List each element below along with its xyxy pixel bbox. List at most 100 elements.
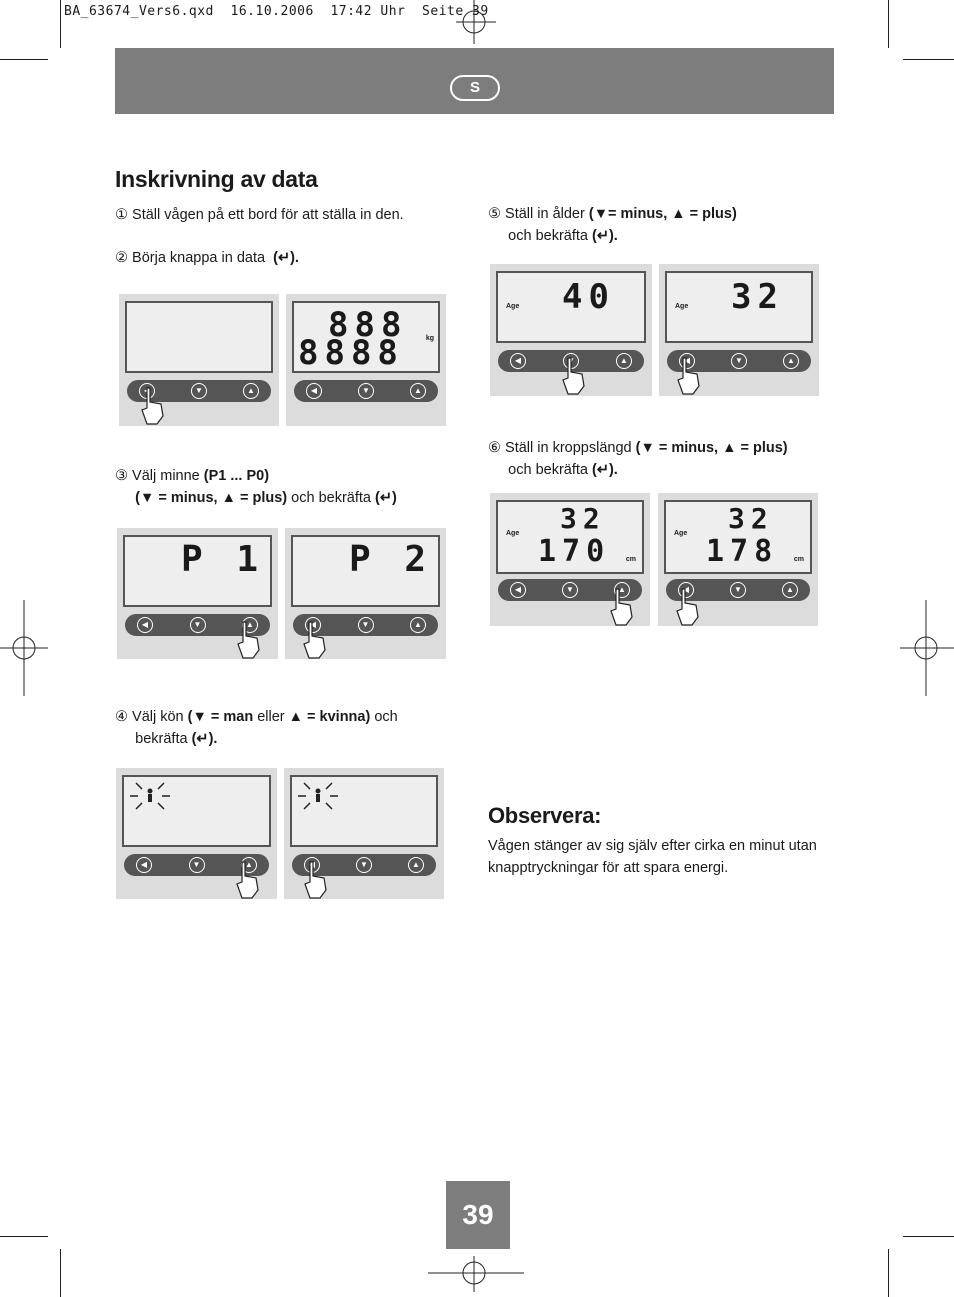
step-number: ⑥ bbox=[488, 440, 501, 456]
up-button[interactable]: ▲ bbox=[408, 857, 424, 873]
crop-mark bbox=[60, 1249, 61, 1297]
step-number: ② bbox=[115, 250, 128, 266]
step-bold: (P1 ... P0) bbox=[203, 468, 270, 484]
pointing-hand-icon bbox=[141, 387, 164, 425]
step-bold: (↵) bbox=[375, 490, 397, 506]
down-button[interactable]: ▼ bbox=[730, 582, 746, 598]
step-text: Börja knappa in data bbox=[132, 250, 266, 266]
button-bar: ◀ ▼ ▲ bbox=[292, 854, 436, 876]
crop-mark bbox=[903, 1236, 954, 1237]
enter-button[interactable]: ◀ bbox=[510, 582, 526, 598]
crop-mark bbox=[888, 0, 889, 48]
step-text: och bbox=[374, 709, 398, 725]
scale-display-gender-confirm: ◀ ▼ ▲ bbox=[284, 768, 444, 899]
registration-mark-right bbox=[900, 600, 954, 696]
down-button[interactable]: ▼ bbox=[188, 857, 205, 873]
pointing-hand-icon bbox=[237, 621, 260, 659]
step-bold: (↵). bbox=[191, 731, 218, 747]
enter-button[interactable]: ◀ bbox=[306, 383, 322, 399]
note-title: Observera: bbox=[488, 803, 602, 828]
step-bold: (↵). bbox=[273, 250, 299, 266]
lcd-age-label: Age bbox=[506, 303, 520, 310]
up-button[interactable]: ▲ bbox=[410, 383, 426, 399]
enter-button[interactable]: ◀ bbox=[510, 353, 526, 369]
print-slug: BA_63674_Vers6.qxd 16.10.2006 17:42 Uhr … bbox=[64, 4, 489, 19]
up-button[interactable]: ▲ bbox=[783, 353, 799, 369]
step-number: ③ bbox=[115, 468, 128, 484]
lcd-age-label: Age bbox=[674, 530, 688, 537]
step-bold: (↵). bbox=[592, 462, 618, 478]
step-bold: (▼= minus, ▲ = plus) bbox=[588, 206, 737, 222]
step-4: ④ Välj kön (▼ = man eller ▲ = kvinna) oc… bbox=[115, 706, 398, 750]
scale-display-height-178: Age 32 178 cm ◀ ▼ ▲ bbox=[658, 493, 818, 626]
lcd-screen: Age 40 bbox=[496, 271, 646, 343]
step-bold: (▼ = man bbox=[187, 709, 254, 725]
crop-mark bbox=[888, 1249, 889, 1297]
button-bar: ◀ ▼ ▲ bbox=[667, 350, 811, 372]
up-button[interactable]: ▲ bbox=[616, 353, 632, 369]
step-bold: (↵). bbox=[592, 228, 618, 244]
scale-display-blank: ◀ ▼ ▲ bbox=[119, 294, 279, 426]
language-badge: S bbox=[450, 75, 500, 101]
pointing-hand-icon bbox=[562, 357, 585, 395]
up-button[interactable]: ▲ bbox=[614, 582, 630, 598]
down-button[interactable]: ▼ bbox=[731, 353, 747, 369]
lcd-unit: cm bbox=[793, 556, 804, 563]
lcd-screen: P 2 bbox=[291, 535, 440, 607]
lcd-digits-top: 32 bbox=[560, 502, 606, 535]
enter-button[interactable]: ◀ bbox=[305, 617, 321, 633]
step-text: Välj minne bbox=[132, 468, 200, 484]
down-button[interactable]: ▼ bbox=[356, 857, 372, 873]
enter-button[interactable]: ◀ bbox=[136, 857, 152, 873]
pointing-hand-icon bbox=[610, 588, 633, 626]
down-button[interactable]: ▼ bbox=[191, 383, 207, 399]
enter-button[interactable]: ◀ bbox=[678, 582, 694, 598]
lcd-digits-top: 32 bbox=[728, 502, 774, 535]
pointing-hand-icon bbox=[304, 861, 327, 899]
up-button[interactable]: ▲ bbox=[410, 617, 426, 633]
lcd-digits-top: 888 bbox=[328, 305, 408, 345]
lcd-digits: 32 bbox=[731, 277, 784, 317]
scale-display-all-segments: 888 8888 kg ◀ ▼ ▲ bbox=[286, 294, 446, 426]
button-bar: ◀ ▼ ▲ bbox=[125, 614, 270, 636]
down-button[interactable]: ▼ bbox=[357, 617, 374, 633]
lcd-screen bbox=[290, 775, 438, 847]
button-bar: ◀ ▼ ▲ bbox=[127, 380, 271, 402]
note-body: Vågen stänger av sig själv efter cirka e… bbox=[488, 838, 817, 876]
enter-button[interactable]: ◀ bbox=[137, 617, 153, 633]
step-text: Ställ vågen på ett bord för att ställa i… bbox=[132, 207, 404, 223]
button-bar: ◀ ▼ ▲ bbox=[294, 380, 438, 402]
crop-mark bbox=[0, 1236, 48, 1237]
lcd-unit: cm bbox=[625, 556, 636, 563]
pointing-hand-icon bbox=[676, 588, 699, 626]
step-bold: (▼ = minus, ▲ = plus) bbox=[635, 440, 788, 456]
down-button[interactable]: ▼ bbox=[189, 617, 206, 633]
page-number: 39 bbox=[446, 1181, 510, 1249]
scale-display-p2: P 2 ◀ ▼ ▲ bbox=[285, 528, 446, 659]
button-bar: ◀ ▼ ▲ bbox=[124, 854, 269, 876]
registration-mark-bottom bbox=[428, 1256, 524, 1292]
step-number: ④ bbox=[115, 709, 128, 725]
lcd-digits: 40 bbox=[562, 277, 615, 317]
enter-button[interactable]: ◀ bbox=[679, 353, 695, 369]
lcd-screen: P 1 bbox=[123, 535, 272, 607]
step-bold: (▼ = minus, ▲ = plus) bbox=[135, 490, 288, 506]
down-button[interactable]: ▼ bbox=[562, 582, 578, 598]
step-1: ① Ställ vågen på ett bord för att ställa… bbox=[115, 204, 404, 226]
down-button[interactable]: ▼ bbox=[358, 383, 374, 399]
up-button[interactable]: ▲ bbox=[782, 582, 798, 598]
lcd-unit: kg bbox=[425, 335, 434, 342]
up-button[interactable]: ▲ bbox=[243, 383, 259, 399]
crop-mark bbox=[903, 59, 954, 60]
step-text: eller bbox=[257, 709, 285, 725]
lcd-screen: Age 32 bbox=[665, 271, 813, 343]
step-2: ② Börja knappa in data (↵). bbox=[115, 247, 299, 269]
step-text: Ställ in kroppslängd bbox=[505, 440, 632, 456]
registration-mark-top bbox=[456, 0, 496, 44]
step-3: ③ Välj minne (P1 ... P0) (▼ = minus, ▲ =… bbox=[115, 465, 397, 509]
button-bar: ◀ ▼ ▲ bbox=[293, 614, 438, 636]
button-bar: ◀ ▼ ▲ bbox=[498, 579, 642, 601]
step-text: och bekräfta bbox=[291, 490, 371, 506]
lcd-screen: Age 32 178 cm bbox=[664, 500, 812, 574]
registration-mark-left bbox=[0, 600, 48, 696]
